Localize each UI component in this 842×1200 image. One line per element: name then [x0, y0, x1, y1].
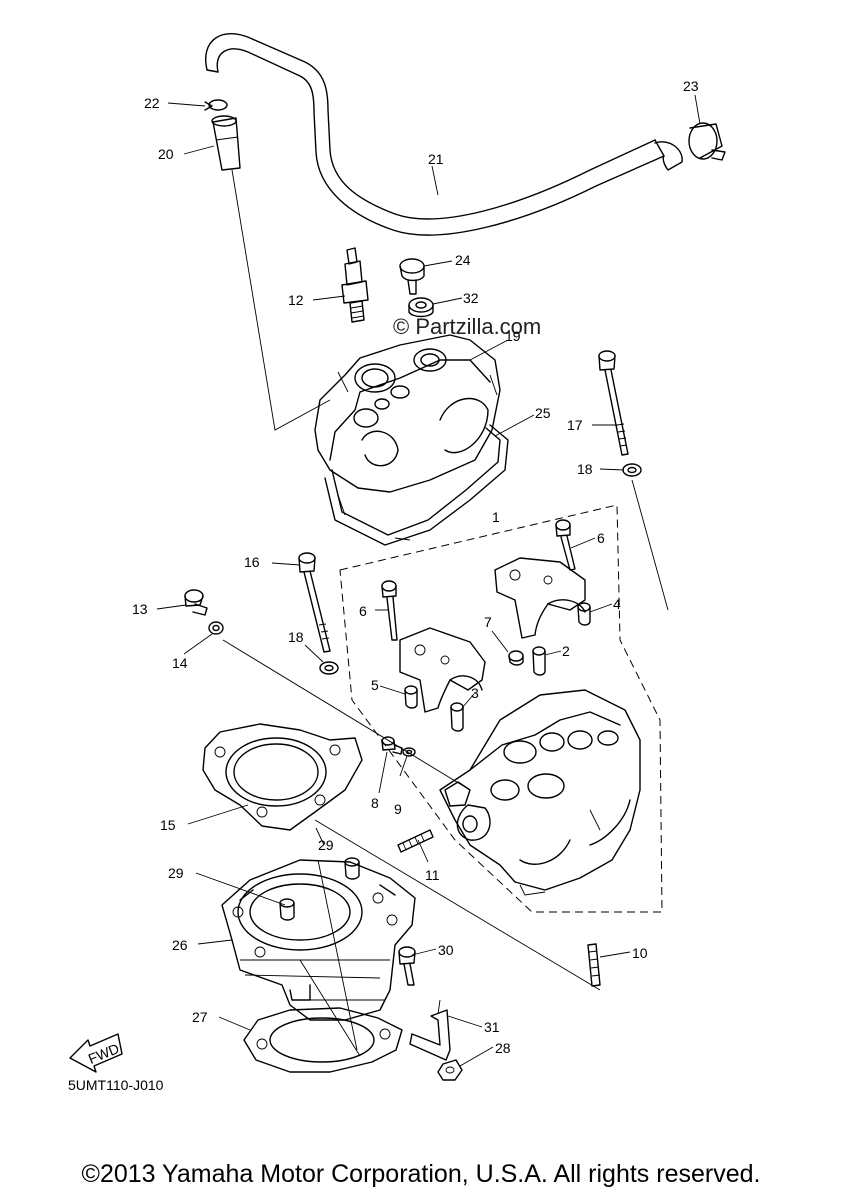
- callout-4: 4: [613, 596, 621, 612]
- cylinder[interactable]: [221, 859, 416, 1021]
- forward-arrow-icon: FWD: [69, 1033, 123, 1073]
- plug-bolt[interactable]: [184, 589, 208, 616]
- gasket-guide-line: [314, 819, 601, 991]
- flange-nut[interactable]: [437, 1059, 463, 1081]
- callout-27: 27: [192, 1009, 208, 1025]
- seal-ring[interactable]: [508, 650, 524, 666]
- forward-label: FWD: [86, 1040, 122, 1067]
- callout-30: 30: [438, 942, 454, 958]
- callout-labels: 1 2 3 4 5 6 6 7 8 9 10 11 12 13 14 15 16…: [132, 78, 699, 1056]
- callout-18-left: 18: [288, 629, 304, 645]
- head-cover[interactable]: [314, 334, 501, 493]
- callout-29-left: 29: [168, 865, 184, 881]
- hose-clip[interactable]: [204, 99, 228, 111]
- callout-22: 22: [144, 95, 160, 111]
- callout-25: 25: [535, 405, 551, 421]
- cap-bolt-front[interactable]: [381, 580, 398, 641]
- callout-7: 7: [484, 614, 492, 630]
- callout-28: 28: [495, 1040, 511, 1056]
- cylinder-dowel-right[interactable]: [344, 857, 360, 880]
- cylinder-head-gasket[interactable]: [202, 723, 363, 831]
- spark-plug[interactable]: [341, 247, 369, 323]
- head-cover-gasket[interactable]: [324, 424, 509, 546]
- camshaft-cap-front[interactable]: [399, 627, 486, 713]
- washer-left[interactable]: [319, 661, 339, 675]
- long-bolt-right[interactable]: [598, 350, 629, 456]
- callout-9: 9: [394, 801, 402, 817]
- callout-24: 24: [455, 252, 471, 268]
- callout-5: 5: [371, 677, 379, 693]
- watermark: © Partzilla.com: [393, 314, 541, 339]
- dowel-pin-rear[interactable]: [577, 602, 591, 626]
- callout-17: 17: [567, 417, 583, 433]
- plug-washer[interactable]: [208, 621, 224, 635]
- callout-8: 8: [371, 795, 379, 811]
- hose-clamp[interactable]: [688, 122, 726, 161]
- cap-bolt-rear[interactable]: [555, 519, 576, 571]
- dowel-guide-lines: [299, 859, 361, 1057]
- callout-12: 12: [288, 292, 304, 308]
- bolt-guide-line: [631, 479, 669, 611]
- dowel-pin-front[interactable]: [404, 685, 418, 709]
- callout-1: 1: [492, 509, 500, 525]
- cap-bolt[interactable]: [399, 258, 425, 295]
- long-bolt-left[interactable]: [298, 552, 331, 653]
- callout-21: 21: [428, 151, 444, 167]
- exhaust-stud[interactable]: [397, 829, 434, 853]
- callout-16: 16: [244, 554, 260, 570]
- callout-15: 15: [160, 817, 176, 833]
- washer-right[interactable]: [622, 463, 642, 477]
- hose-fitting[interactable]: [211, 115, 241, 171]
- callout-6-front: 6: [359, 603, 367, 619]
- plug-stud-3[interactable]: [450, 702, 464, 732]
- callout-11: 11: [425, 867, 440, 883]
- copyright-notice: ©2013 Yamaha Motor Corporation, U.S.A. A…: [81, 1160, 761, 1188]
- guide-bracket[interactable]: [409, 999, 451, 1061]
- callout-32: 32: [463, 290, 479, 306]
- cylinder-dowel-left[interactable]: [279, 898, 295, 921]
- callout-18-right: 18: [577, 461, 593, 477]
- callout-29-right: 29: [318, 837, 334, 853]
- callout-10: 10: [632, 945, 648, 961]
- camshaft-cap-rear[interactable]: [494, 557, 586, 639]
- small-washer[interactable]: [402, 747, 416, 757]
- fitting-guide-line: [231, 169, 331, 431]
- callout-13: 13: [132, 601, 148, 617]
- callout-20: 20: [158, 146, 174, 162]
- cylinder-head-assembly-outline: [339, 504, 663, 913]
- callout-3: 3: [471, 685, 479, 701]
- callout-26: 26: [172, 937, 188, 953]
- callout-6-rear: 6: [597, 530, 605, 546]
- callout-2: 2: [562, 643, 570, 659]
- cylinder-head[interactable]: [439, 689, 641, 896]
- callout-14: 14: [172, 655, 188, 671]
- breather-hose[interactable]: [205, 33, 683, 236]
- seal-washer[interactable]: [408, 297, 434, 318]
- chain-guide-stud[interactable]: [587, 943, 601, 987]
- cylinder-base-gasket[interactable]: [243, 1007, 403, 1073]
- callout-23: 23: [683, 78, 699, 94]
- callout-19: 19: [505, 328, 521, 344]
- plug-guide-line: [222, 639, 471, 791]
- callout-31: 31: [484, 1019, 500, 1035]
- callout-leaders: [156, 94, 701, 1067]
- cylinder-bolt[interactable]: [398, 946, 416, 986]
- plug-stud-2[interactable]: [532, 646, 546, 676]
- diagram-code: 5UMT110-J010: [68, 1077, 164, 1093]
